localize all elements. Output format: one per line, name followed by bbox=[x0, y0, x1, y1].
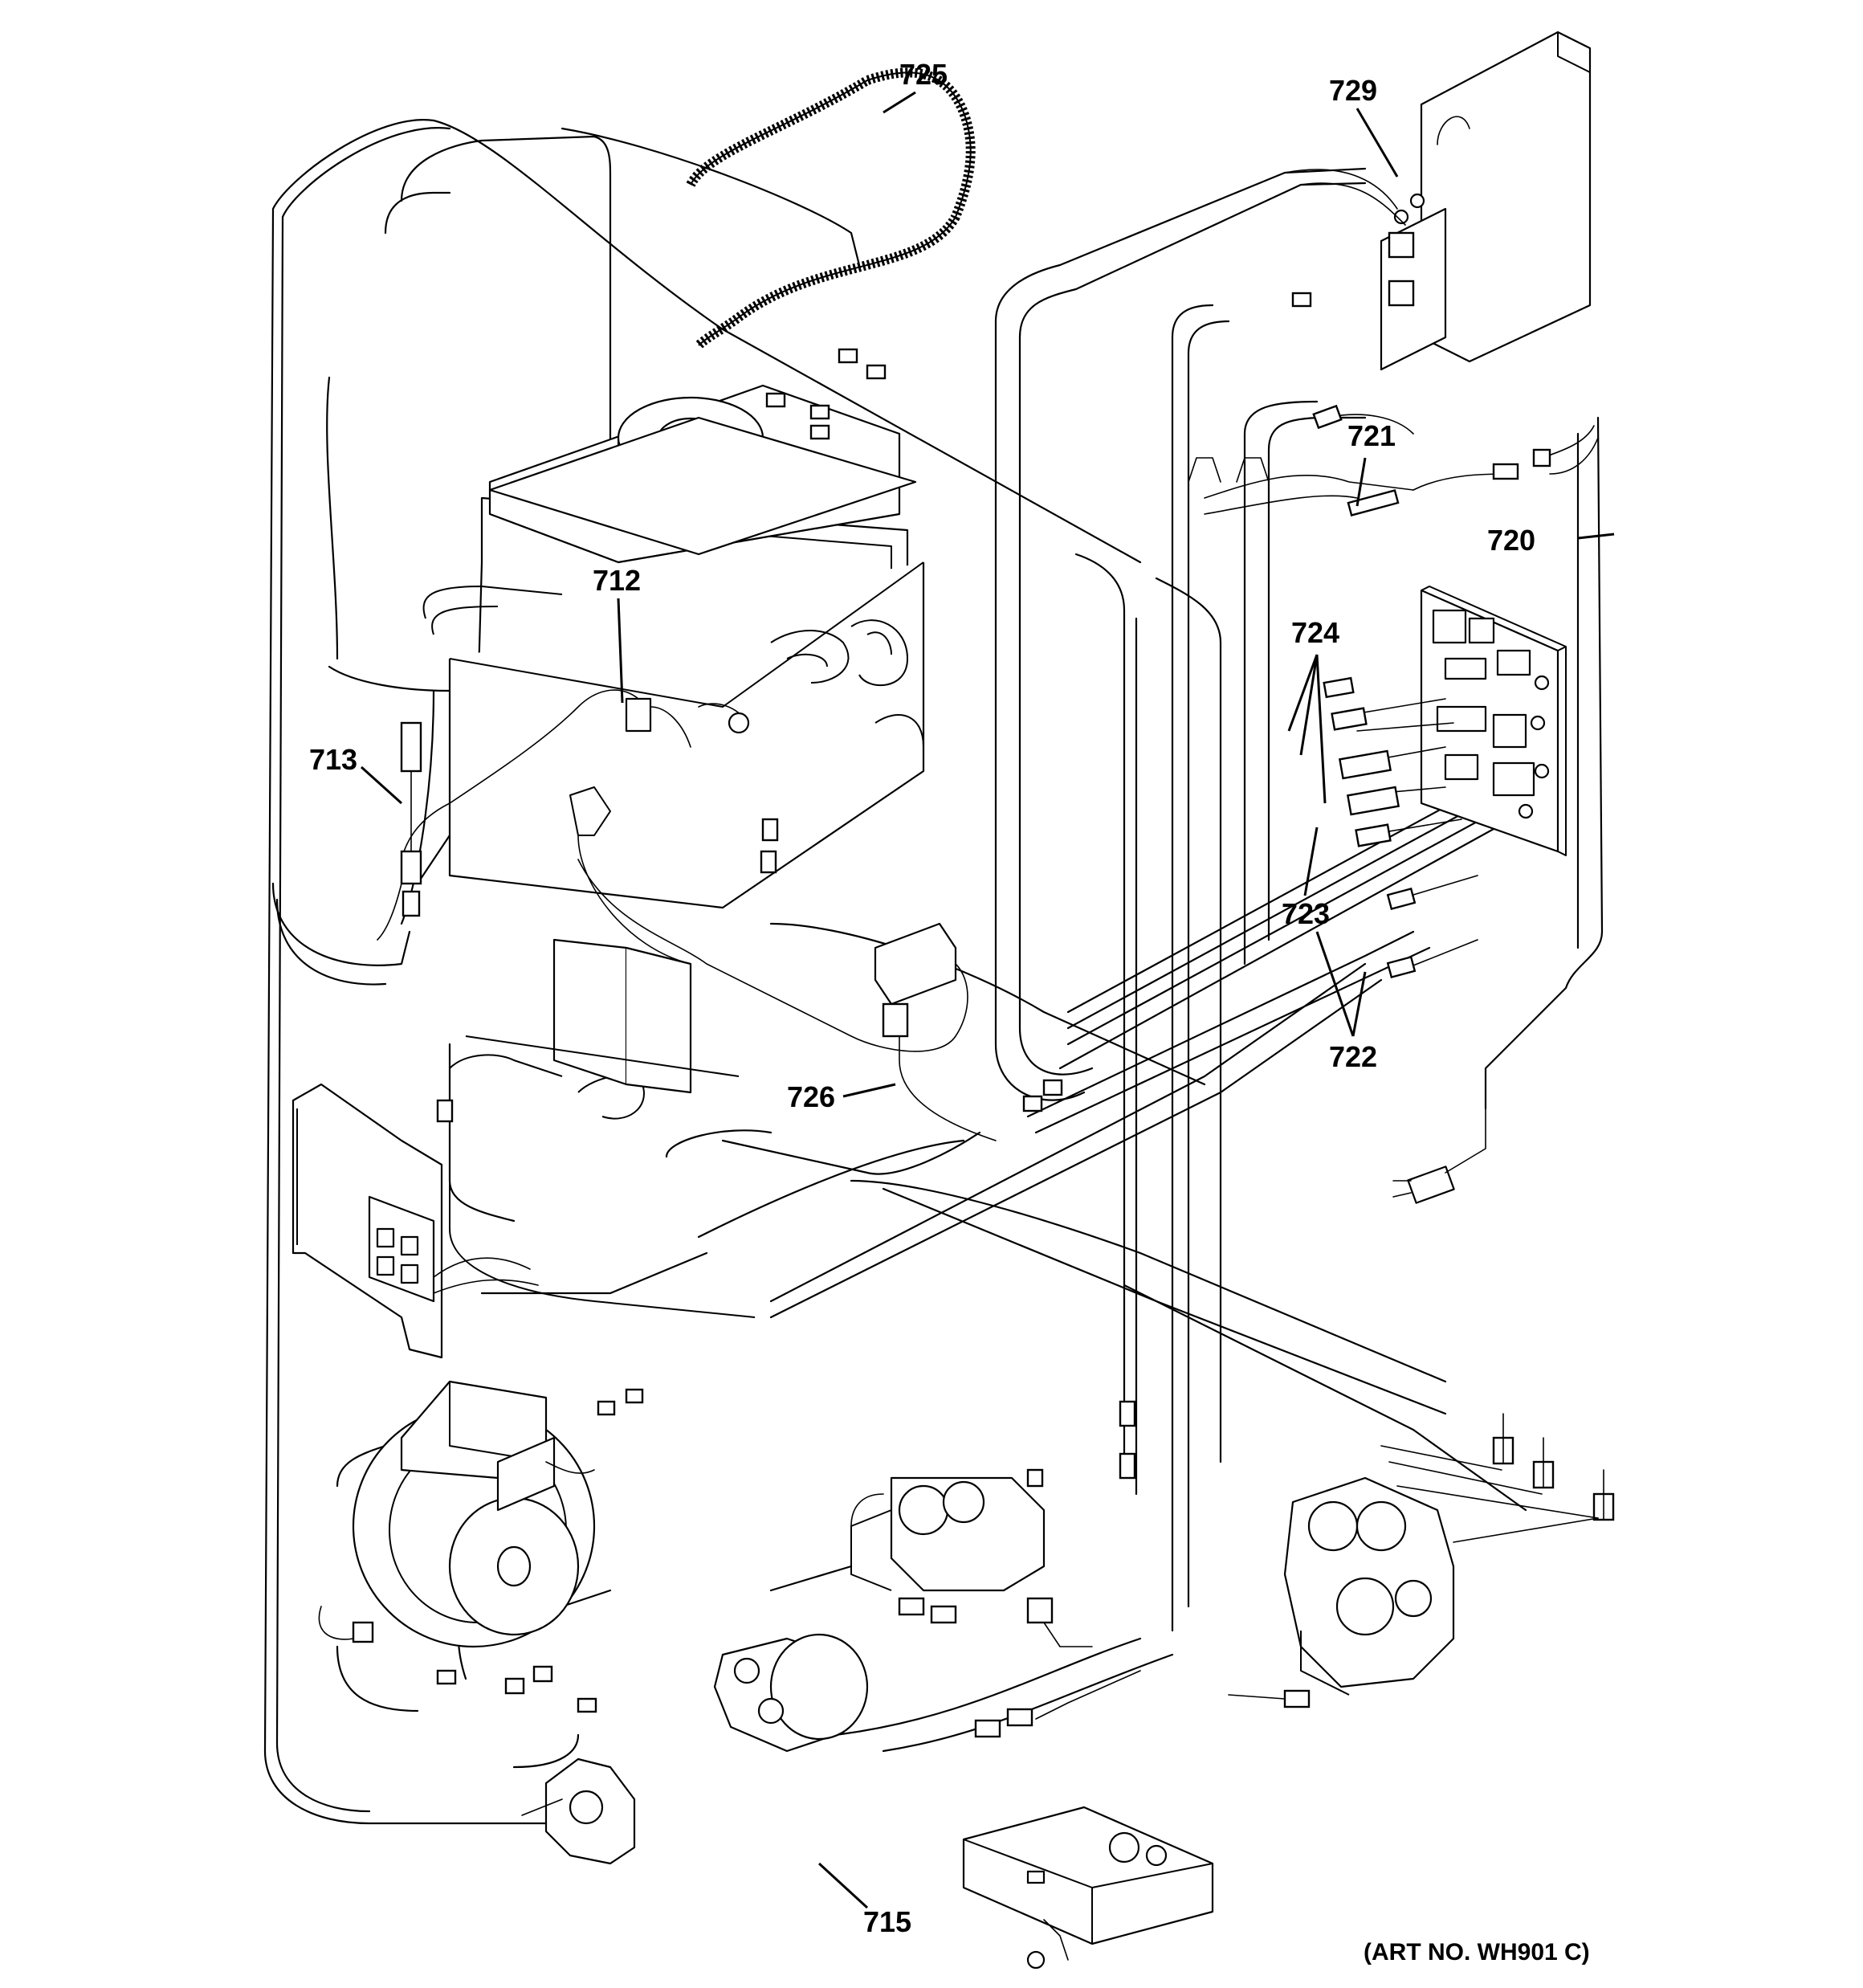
bottom-bracket bbox=[962, 1806, 1214, 1970]
callout-729: 729 bbox=[1329, 74, 1377, 107]
board-leads bbox=[1323, 676, 1478, 979]
callout-726: 726 bbox=[787, 1080, 835, 1113]
control-board bbox=[1420, 586, 1567, 856]
callout-721: 721 bbox=[1347, 419, 1396, 452]
art-number: (ART NO. WH901 C) bbox=[1364, 1939, 1590, 1966]
bottom-left-valve bbox=[521, 1757, 636, 1865]
switch-726 bbox=[569, 786, 997, 1141]
pump-assembly bbox=[713, 1633, 869, 1753]
lower-connectors bbox=[436, 292, 1312, 1738]
blower-fan bbox=[318, 1380, 596, 1648]
top-right-bracket bbox=[1284, 31, 1592, 371]
thermistor-721 bbox=[1188, 404, 1519, 516]
callout-722: 722 bbox=[1329, 1040, 1377, 1073]
callout-715: 715 bbox=[863, 1905, 911, 1938]
callout-712: 712 bbox=[593, 564, 641, 597]
callout-725: 725 bbox=[899, 58, 948, 91]
callout-724: 724 bbox=[1291, 616, 1339, 649]
power-cord-720 bbox=[1392, 425, 1599, 1204]
heater-coil bbox=[686, 67, 976, 349]
callout-720: 720 bbox=[1487, 524, 1535, 557]
valve-bank bbox=[1283, 1413, 1615, 1696]
heat-exchanger bbox=[422, 384, 925, 1318]
callout-723: 723 bbox=[1282, 897, 1330, 930]
leader-lines bbox=[360, 91, 1615, 1909]
gas-valve bbox=[850, 1476, 1093, 1647]
callout-713: 713 bbox=[309, 743, 357, 776]
sensor-712 bbox=[401, 689, 750, 860]
left-control-module bbox=[291, 1083, 539, 1359]
connector-713 bbox=[377, 721, 422, 941]
callout-labels: 725 729 721 720 712 724 713 723 726 722 … bbox=[309, 58, 1590, 1966]
